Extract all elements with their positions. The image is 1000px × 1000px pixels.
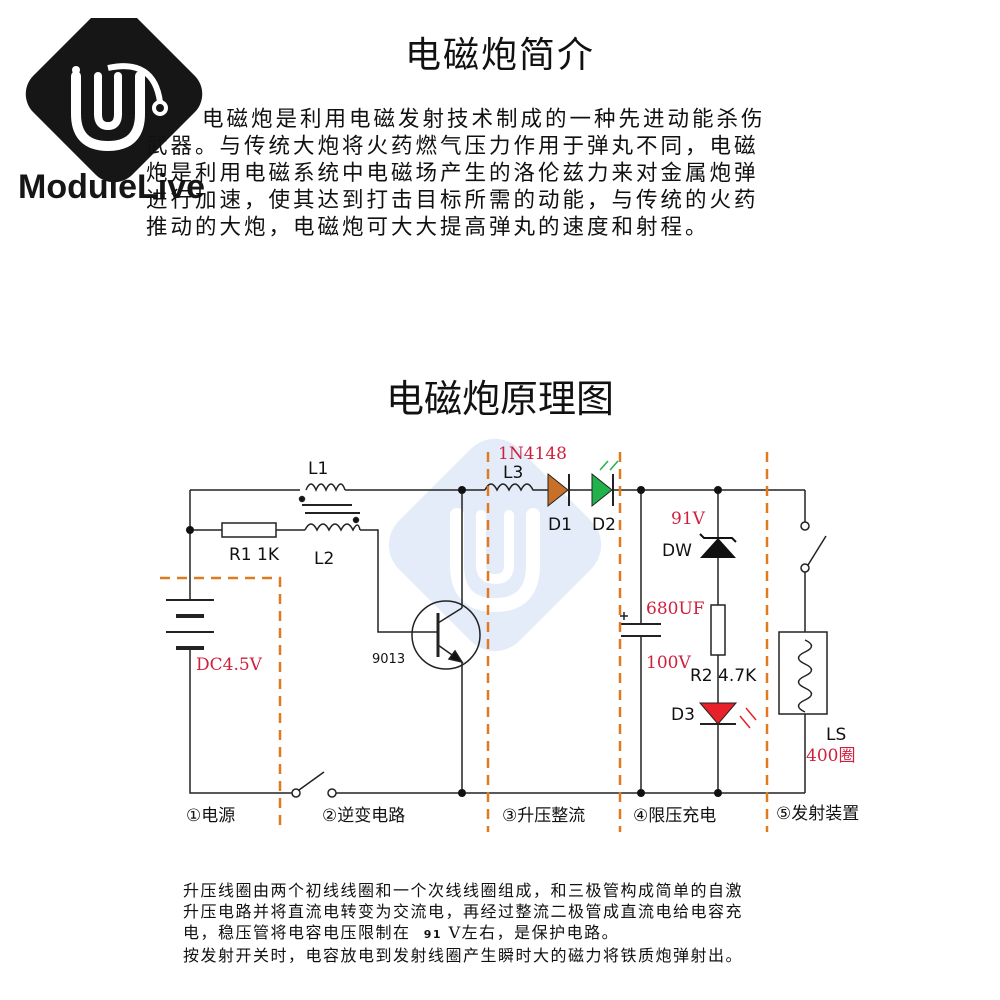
stage-label-power: ①电源 <box>186 806 235 826</box>
power-switch-icon <box>291 771 337 798</box>
label-cap-value: 680UF <box>646 599 705 619</box>
page-title: 电磁炮简介 <box>404 35 595 76</box>
logo-text: ModuleLive <box>18 168 205 206</box>
junction-dot <box>637 789 645 797</box>
label-transistor: 9013 <box>372 652 405 667</box>
wire-left-lower <box>189 648 292 794</box>
fire-switch-icon <box>800 521 827 573</box>
junction-dot <box>714 789 722 797</box>
resistor-r2-icon <box>710 604 726 656</box>
footer-line: 升压线圈由两个初线线圈和一个次线线圈组成，和三极管构成简单的自激 <box>183 881 744 900</box>
label-zener-voltage: 91V <box>671 509 706 529</box>
label-r1: R1 1K <box>229 545 280 565</box>
stage-dividers <box>160 452 769 832</box>
inductor-l2-icon <box>304 512 375 532</box>
label-battery: DC4.5V <box>196 655 263 675</box>
module-live-logo: ModuleLive <box>18 18 205 206</box>
battery-icon <box>166 599 214 650</box>
footer-line: 按发射开关时，电容放电到发射线圈产生瞬时大的磁力将铁质炮弹射出。 <box>183 946 744 965</box>
zener-diode-dw-icon <box>699 533 737 558</box>
intro-line: 武器。与传统大炮将火药燃气压力作用于弹丸不同，电磁 <box>146 134 759 159</box>
label-l1: L1 <box>308 459 328 479</box>
inductor-l3-icon <box>484 483 548 492</box>
footer-voltage-number: 91 <box>423 928 442 941</box>
intro-line: 推动的大炮，电磁炮可大大提高弹丸的速度和射程。 <box>146 215 710 240</box>
label-ls-turns: 400圈 <box>806 746 855 766</box>
intro-line: 炮是利用电磁系统中电磁场产生的洛伦兹力来对金属炮弹 <box>146 161 759 186</box>
label-d1: D1 <box>548 515 572 535</box>
footer-line: 升压电路并将直流电转变为交流电，再经过整流二极管成直流电给电容充 <box>183 902 744 921</box>
junction-dot <box>458 789 466 797</box>
intro-paragraph: 电磁炮是利用电磁发射技术制成的一种先进动能杀伤 武器。与传统大炮将火药燃气压力作… <box>146 106 886 241</box>
label-diode-model: 1N4148 <box>498 444 567 464</box>
intro-line: 进行加速，使其达到打击目标所需的动能，与传统的火药 <box>146 188 759 213</box>
intro-line: 电磁炮是利用电磁发射技术制成的一种先进动能杀伤 <box>202 107 766 132</box>
footer-line3-start: 电，稳压管将电容电压限制在 <box>183 923 411 942</box>
circuit-logo-icon <box>25 18 203 183</box>
junction-dot <box>637 486 645 494</box>
transistor-9013-icon <box>411 600 481 670</box>
launch-coil-ls-icon <box>778 631 828 715</box>
footer-paragraph: 升压线圈由两个初线线圈和一个次线线圈组成，和三极管构成简单的自激 升压电路并将直… <box>183 880 903 966</box>
label-l2: L2 <box>314 549 334 569</box>
led-d3-icon <box>698 702 757 729</box>
label-cap-voltage: 100V <box>646 653 691 673</box>
label-d3: D3 <box>671 705 695 725</box>
junction-dot <box>186 526 194 534</box>
resistor-r1-icon <box>221 522 277 538</box>
led-d2-icon <box>591 460 620 508</box>
junction-dot <box>458 486 466 494</box>
stage-label-launcher: ⑤发射装置 <box>776 804 859 824</box>
label-dw: DW <box>662 541 692 561</box>
label-ls: LS <box>826 725 846 745</box>
capacitor-icon <box>620 612 661 637</box>
stage-label-boost: ③升压整流 <box>502 806 585 826</box>
footer-line3-end: V左右，是保护电路。 <box>448 923 620 942</box>
stage-label-inverter: ②逆变电路 <box>322 806 405 826</box>
diagram-title: 电磁炮原理图 <box>385 377 614 421</box>
label-r2: R2 4.7K <box>690 666 757 686</box>
label-l3: L3 <box>503 463 523 483</box>
footer-line: 电，稳压管将电容电压限制在 91 V左右，是保护电路。 <box>183 922 903 945</box>
inductor-l1-icon <box>298 483 352 506</box>
stage-label-limit-charge: ④限压充电 <box>633 806 716 826</box>
wire-l2-base <box>375 529 422 633</box>
diode-d1-icon <box>547 472 592 508</box>
junction-dot <box>714 486 722 494</box>
label-d2: D2 <box>592 515 616 535</box>
